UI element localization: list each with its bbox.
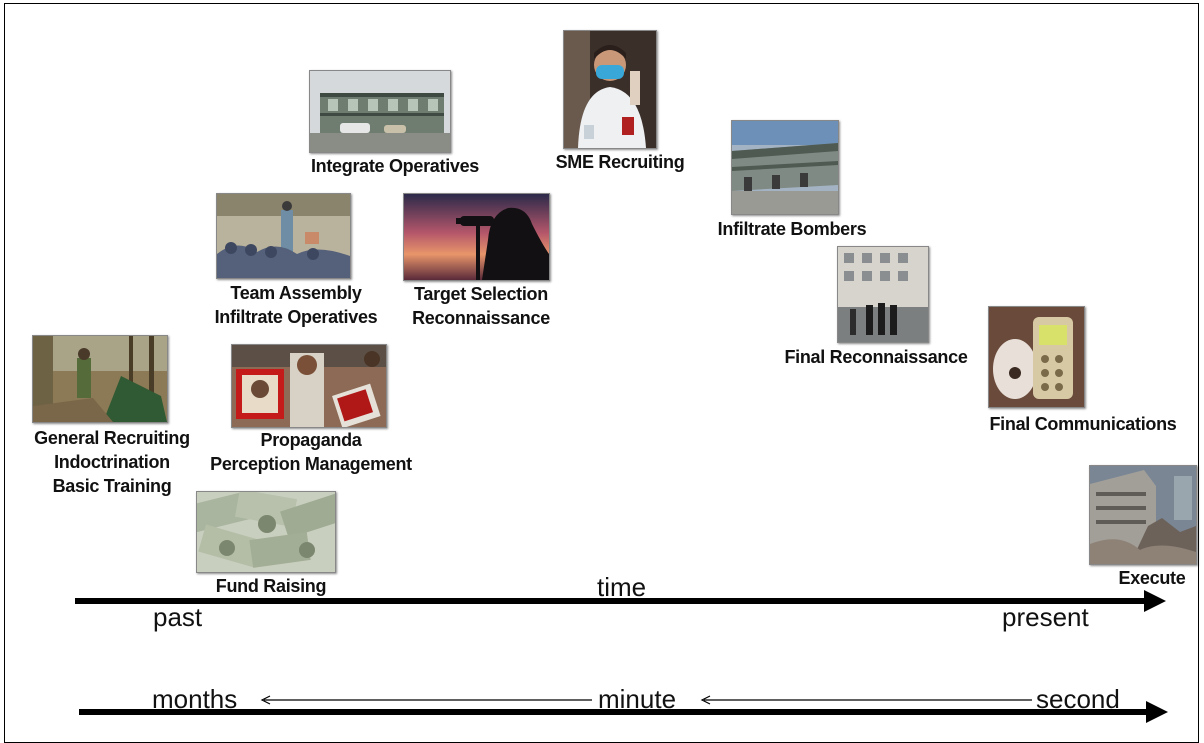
stage-label-line: Reconnaissance — [412, 308, 550, 328]
stage-label-line: Integrate Operatives — [310, 156, 480, 176]
phone-photo — [988, 306, 1085, 408]
scale-months-label: months — [152, 684, 238, 714]
stage-label-line: Infiltrate Bombers — [717, 219, 867, 239]
time-axis-end-label: present — [1002, 602, 1089, 632]
stage-label-sme-recruiting: SME Recruiting — [530, 150, 710, 174]
protest-photo — [231, 344, 387, 428]
stage-label-line: Fund Raising — [215, 576, 327, 596]
group-photo — [216, 193, 351, 279]
time-axis-start-label: past — [153, 602, 203, 632]
stage-label-line: Execute — [1118, 568, 1186, 588]
motel-photo — [309, 70, 451, 153]
stage-label-line: Indoctrination — [54, 452, 170, 472]
stage-label-line: General Recruiting — [34, 428, 190, 448]
camp-training-photo — [32, 335, 168, 423]
stage-label-line: Final Communications — [989, 414, 1177, 434]
stage-label-line: Final Reconnaissance — [784, 347, 968, 367]
stage-label-propaganda: Propaganda Perception Management — [186, 428, 436, 476]
stage-label-line: Target Selection — [414, 284, 548, 304]
stage-label-line: Propaganda — [260, 430, 362, 450]
stage-label-infiltrate-bombers: Infiltrate Bombers — [697, 217, 887, 241]
scale-axis-arrowhead — [1146, 701, 1168, 723]
time-axis-line — [75, 598, 1147, 604]
stage-label-target-selection: Target Selection Reconnaissance — [386, 282, 576, 330]
stage-label-line: Infiltrate Operatives — [214, 307, 378, 327]
street-photo — [837, 246, 929, 343]
stage-label-final-communications: Final Communications — [972, 412, 1194, 436]
stage-label-line: Basic Training — [52, 476, 172, 496]
stage-label-integrate-operatives: Integrate Operatives — [290, 154, 500, 178]
stage-label-line: Perception Management — [210, 454, 412, 474]
stage-label-line: Team Assembly — [230, 283, 362, 303]
lab-worker-photo — [563, 30, 657, 149]
money-photo — [196, 491, 336, 573]
time-axis-arrowhead — [1144, 590, 1166, 612]
scale-arrowhead-minute — [700, 695, 711, 705]
binoculars-silhouette-photo — [403, 193, 550, 281]
stage-label-execute: Execute — [1102, 566, 1202, 590]
time-axis-label: time — [597, 572, 647, 602]
stage-label-general-recruiting: General Recruiting Indoctrination Basic … — [12, 426, 212, 498]
scale-arrowhead-months — [260, 695, 271, 705]
stage-label-final-reconnaissance: Final Reconnaissance — [764, 345, 988, 369]
stage-label-team-assembly: Team Assembly Infiltrate Operatives — [196, 281, 396, 329]
destroyed-building-photo — [1089, 465, 1197, 565]
stage-label-line: SME Recruiting — [555, 152, 685, 172]
scale-axis-line — [79, 709, 1149, 715]
building-photo — [731, 120, 839, 215]
scale-minute-label: minute — [598, 684, 677, 714]
scale-second-label: second — [1036, 684, 1120, 714]
stage-label-fund-raising: Fund Raising — [186, 574, 356, 598]
